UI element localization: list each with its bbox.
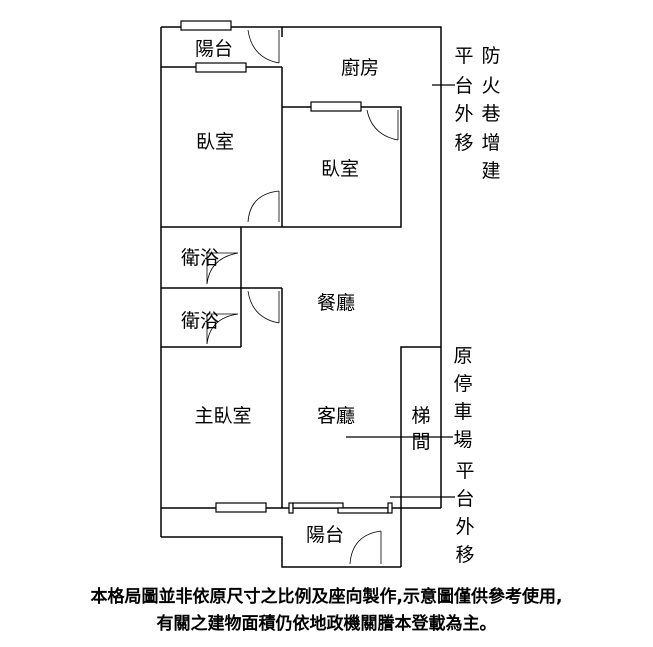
annotation-char: 平 xyxy=(454,45,473,67)
door-swing xyxy=(247,29,280,64)
annotation-char: 移 xyxy=(455,544,474,566)
sliding-door xyxy=(292,502,344,509)
room-label-master-bedroom: 主臥室 xyxy=(194,405,251,427)
annotation-char: 停 xyxy=(453,373,472,395)
room-label-balcony-top: 陽台 xyxy=(195,38,233,60)
annotation-char: 防 xyxy=(481,45,500,67)
annotation-char: 場 xyxy=(453,429,472,451)
doors xyxy=(206,29,399,565)
door-swing xyxy=(247,290,280,324)
sliding-door-jamb xyxy=(387,502,393,514)
annotation-former-parking: 原 停 車 場 xyxy=(453,345,472,451)
annotation-platform-moved-top: 平 台 外 移 xyxy=(454,45,473,154)
annotation-char: 巷 xyxy=(481,103,500,125)
leader-lines xyxy=(346,84,455,498)
annotation-char: 建 xyxy=(481,160,500,182)
annotation-fire-lane-extension: 防 火 巷 增 建 xyxy=(481,45,500,182)
annotation-char: 外 xyxy=(455,516,474,538)
annotation-char: 平 xyxy=(455,460,474,482)
window xyxy=(195,62,247,73)
room-label-dining: 餐廳 xyxy=(317,292,355,314)
annotation-char: 火 xyxy=(481,75,500,97)
annotation-char: 移 xyxy=(454,132,473,154)
annotation-platform-moved-bottom: 平 台 外 移 xyxy=(455,460,474,566)
door-swing xyxy=(247,190,280,223)
annotation-char: 原 xyxy=(453,345,472,367)
annotation-char: 台 xyxy=(454,75,473,97)
walls xyxy=(160,26,442,568)
room-label-bath-2: 衛浴 xyxy=(181,310,219,332)
annotation-char: 台 xyxy=(455,488,474,510)
annotation-char: 外 xyxy=(454,103,473,125)
window xyxy=(180,20,232,31)
disclaimer-line-1: 本格局圖並非依原尺寸之比例及座向製作,示意圖僅供參考使用, xyxy=(90,587,563,607)
annotation-char: 增 xyxy=(481,132,500,154)
room-label-bedroom-right: 臥室 xyxy=(321,158,359,180)
windows xyxy=(180,20,393,514)
room-label-bath-1: 衛浴 xyxy=(181,247,219,269)
room-label-balcony-bottom: 陽台 xyxy=(306,524,344,546)
door-swing xyxy=(366,109,399,141)
annotation-char: 車 xyxy=(453,401,472,423)
room-label-kitchen: 廚房 xyxy=(341,56,379,79)
room-label-bedroom-left: 臥室 xyxy=(196,131,234,153)
door-swing xyxy=(206,252,239,285)
window xyxy=(215,502,267,513)
sliding-door xyxy=(337,507,389,514)
door-swing xyxy=(349,530,382,565)
disclaimer-line-2: 有關之建物面積仍依地政機關謄本登載為主。 xyxy=(156,614,497,634)
window xyxy=(310,101,362,112)
room-label-stair: 梯 xyxy=(411,405,430,427)
sliding-door-jamb xyxy=(288,502,294,514)
door-swing xyxy=(206,313,239,345)
room-label-stair: 間 xyxy=(411,431,430,453)
room-label-living: 客廳 xyxy=(317,405,355,427)
